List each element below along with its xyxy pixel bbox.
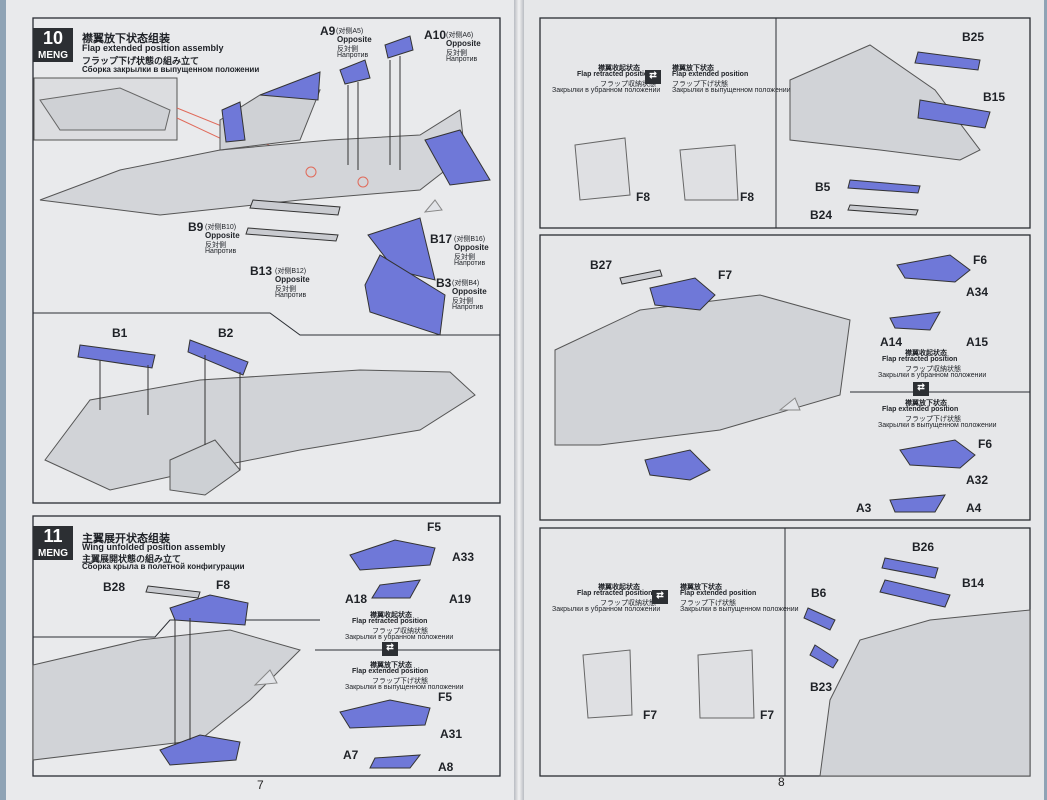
label-A8: A8 [438,760,454,774]
part-A3-A4 [889,494,946,513]
part-A18-A19 [371,579,421,599]
step10-number: 10 [33,28,73,50]
inset-wing [39,87,171,131]
page-number-left: 7 [257,778,264,792]
right-frame-top [539,17,1031,229]
label-A18: A18 [345,592,368,606]
part-B5 [847,179,921,194]
step10-title-ru: Сборка закрылки в выпущенном положении [82,65,260,74]
label-B1: B1 [112,326,128,340]
label-A33: A33 [452,550,475,564]
label-B17: B17 [430,232,453,246]
aircraft-lower [44,369,476,491]
part-B26 [881,557,939,579]
swap-icon: ⇄ [382,642,398,656]
aircraft-middle-right [554,294,851,446]
part-blue [259,71,321,101]
part-A7-A8 [369,754,422,769]
part-B24 [847,204,919,216]
page-number-right: 8 [778,775,785,789]
part-F5a [349,539,436,571]
part-middle-flap [644,449,711,481]
step10-divider [33,312,500,336]
part-B15 [917,99,991,129]
label-B28: B28 [103,580,126,594]
part-flap [424,129,491,186]
right-frame-middle [539,234,1031,521]
aircraft-bottom-right [819,609,1031,777]
direction-arrow [778,397,801,411]
label-B3: B3 [436,276,452,290]
highlight-circle [357,176,369,188]
tail-lower [169,439,241,496]
part-F8 [169,594,249,626]
label-F5-bottom: F5 [438,690,453,704]
part-B28 [145,585,201,599]
label-B13: B13 [250,264,273,278]
label-A10: A10 [424,28,447,42]
step10-title-en: Flap extended position assembly [82,43,224,53]
part-F7-extended [697,649,755,719]
swap-icon: ⇄ [645,70,661,84]
part-B13 [245,227,339,242]
label-B2: B2 [218,326,234,340]
direction-arrow [423,199,443,213]
direction-arrow [253,669,278,686]
part-B2 [187,339,249,376]
label-F8: F8 [216,578,231,592]
part-B23 [809,644,839,669]
part-F6b [899,439,976,469]
step10-title-cn: 襟翼放下状态组装 [82,33,170,45]
step11-number: 11 [33,526,73,548]
part-B27 [619,269,663,285]
label-F5-top: F5 [427,520,442,534]
part-F7-retracted [582,649,633,719]
part-A9 [339,59,371,85]
label-A19: A19 [449,592,472,606]
part-F8-extended [679,144,739,201]
part-A10 [384,35,414,59]
step11-title-jp: 主翼展開状態の組み立て [82,554,182,564]
swap-icon: ⇄ [913,382,929,396]
part-B9 [249,199,341,216]
label-A31: A31 [440,727,463,741]
part-B6 [803,607,836,631]
part-blue [221,101,246,143]
part-F8-retracted [574,137,631,201]
part-F5b [339,699,431,729]
label-A9: A9 [320,24,336,38]
step11-frame [32,515,501,777]
step10-title-jp: フラップ下げ状態の組み立て [82,56,200,66]
step11-title-en: Wing unfolded position assembly [82,542,226,552]
label-A7: A7 [343,748,359,762]
part-B3 [364,254,446,336]
step11-divider [33,619,320,638]
spine [514,0,524,800]
aircraft-step11 [32,629,301,761]
part-step11-bottom [159,734,241,766]
part-F7 [649,277,716,311]
wing-root [219,89,321,151]
step11-title-ru: Сборка крыла в полетной конфигурации [82,562,245,571]
step10-frame [32,17,501,504]
part-B14 [879,579,951,608]
label-B9: B9 [188,220,204,234]
step10-brand: MENG [33,50,73,62]
step11-title-cn: 主翼展开状态组装 [82,533,170,545]
part-A14-A15 [889,311,941,331]
swap-icon: ⇄ [652,590,668,604]
part-B1 [77,344,156,369]
part-F6a [896,254,971,283]
aircraft-top-right [789,44,981,161]
part-B25 [914,51,981,71]
highlight-circle [305,166,317,178]
step11-brand: MENG [33,548,73,560]
